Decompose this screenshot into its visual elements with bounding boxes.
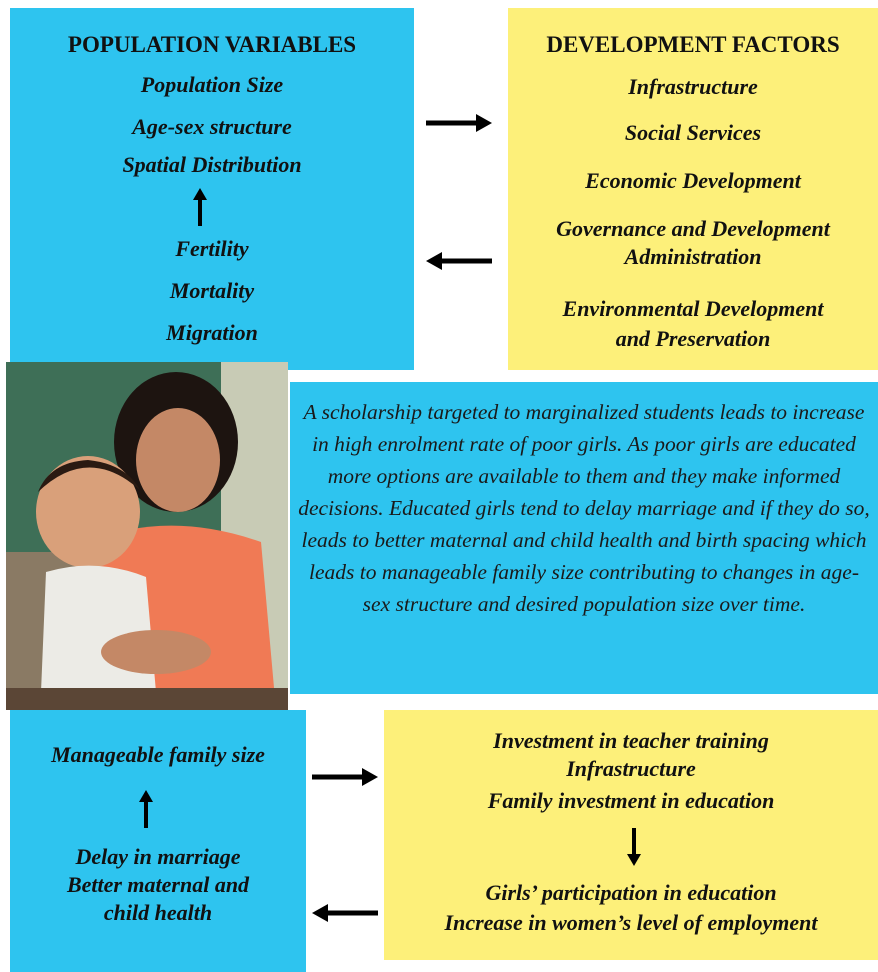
teacher-training-label: Investment in teacher training [493, 728, 769, 753]
governance-label: Governance and Development [556, 216, 830, 241]
infrastructure-label: Infrastructure [628, 74, 758, 99]
spatial-distribution-label: Spatial Distribution [122, 152, 302, 177]
age-sex-structure-label: Age-sex structure [132, 114, 292, 139]
photo-illustration [6, 362, 288, 710]
administration-label: Administration [624, 244, 762, 269]
environmental-development-label: Environmental Development [562, 296, 824, 321]
mother-child-photo [6, 362, 288, 710]
up-arrow-icon [193, 188, 207, 226]
economic-development-label: Economic Development [585, 168, 801, 193]
scholarship-description-box: A scholarship targeted to marginalized s… [290, 382, 878, 694]
left-arrow-icon [426, 252, 492, 270]
investments-box: Investment in teacher training Infrastru… [384, 710, 878, 960]
development-factors-title: DEVELOPMENT FACTORS [546, 32, 840, 57]
social-services-label: Social Services [624, 120, 762, 145]
preservation-label: and Preservation [615, 326, 771, 351]
up-arrow-icon [139, 790, 153, 828]
right-arrow-icon [426, 114, 492, 132]
women-employment-label: Increase in women’s level of employment [444, 910, 818, 935]
delay-in-marriage-label: Delay in marriage [75, 844, 241, 869]
child-health-label: child health [103, 900, 213, 925]
outcomes-box: Manageable family size Delay in marriage… [10, 710, 306, 972]
development-factors-box: DEVELOPMENT FACTORS Infrastructure Socia… [508, 8, 878, 370]
manageable-family-size-label: Manageable family size [51, 742, 265, 767]
infrastructure-investment-label: Infrastructure [566, 756, 696, 781]
left-arrow-icon [312, 904, 378, 922]
population-variables-box: POPULATION VARIABLES Population Size Age… [10, 8, 414, 370]
family-investment-label: Family investment in education [487, 788, 775, 813]
right-arrow-icon [312, 768, 378, 786]
scholarship-paragraph: A scholarship targeted to marginalized s… [298, 400, 870, 616]
girls-participation-label: Girls’ participation in education [485, 880, 777, 905]
better-maternal-label: Better maternal and [66, 872, 250, 897]
mortality-label: Mortality [169, 278, 255, 303]
migration-label: Migration [166, 320, 258, 345]
down-arrow-icon [627, 828, 641, 866]
population-size-label: Population Size [140, 72, 284, 97]
population-variables-title: POPULATION VARIABLES [67, 32, 357, 57]
fertility-label: Fertility [175, 236, 249, 261]
